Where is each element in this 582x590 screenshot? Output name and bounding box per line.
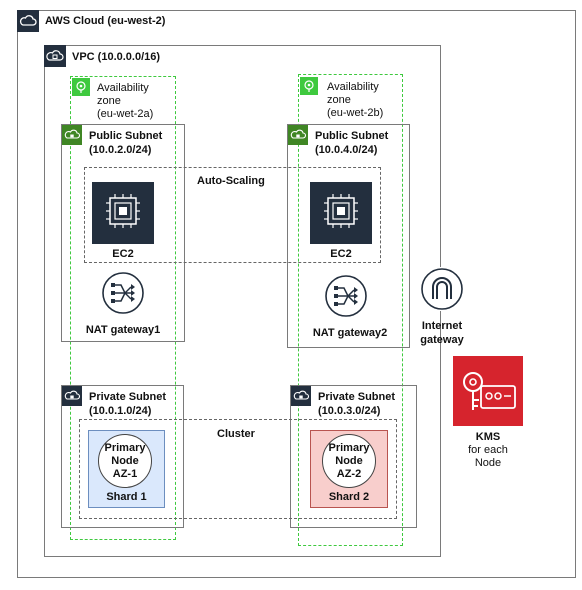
node-2-line2: Node [335, 455, 363, 467]
ec2-label-a: EC2 [112, 248, 134, 260]
internet-gateway-line1: Internet [421, 320, 463, 332]
private-subnet-b [290, 385, 417, 528]
primary-node-2 [322, 434, 376, 488]
auto-scaling-group [84, 167, 381, 263]
subnet-lock-icon [62, 386, 82, 406]
kms-key-icon [453, 356, 523, 426]
private-subnet-a [61, 385, 184, 528]
node-2-line3: AZ-2 [336, 468, 362, 480]
nat-gateway-label-b: NAT gateway2 [312, 327, 388, 339]
ec2-icon [310, 182, 372, 244]
location-pin-icon [300, 77, 318, 95]
availability-zone-a [70, 76, 176, 540]
aws-cloud-group [17, 10, 576, 578]
public-subnet-a-name: Public Subnet [89, 130, 163, 142]
private-subnet-b-name: Private Subnet [318, 391, 396, 403]
node-1-line3: AZ-1 [112, 468, 138, 480]
az-a-line2: zone [97, 95, 121, 107]
node-1-line1: Primary [104, 442, 146, 454]
primary-node-1 [98, 434, 152, 488]
kms-line2: for each [468, 444, 508, 456]
kms-line3: Node [474, 457, 502, 469]
public-subnet-a-cidr: (10.0.2.0/24) [89, 144, 152, 156]
vpc-label: VPC (10.0.0.0/16) [72, 51, 161, 63]
cluster-label: Cluster [217, 428, 255, 440]
az-a-line1: Availability [97, 82, 149, 94]
subnet-lock-icon [291, 386, 311, 406]
node-1-line2: Node [111, 455, 139, 467]
nat-gateway-label-a: NAT gateway1 [85, 324, 161, 336]
node-2-line1: Primary [328, 442, 370, 454]
kms-line1: KMS [475, 431, 501, 443]
availability-zone-b [298, 74, 403, 546]
shard-2-label: Shard 2 [328, 491, 370, 503]
ec2-label-b: EC2 [330, 248, 352, 260]
cloud-icon [17, 10, 39, 32]
private-subnet-a-cidr: (10.0.1.0/24) [89, 405, 152, 417]
location-pin-icon [72, 78, 90, 96]
public-subnet-b-name: Public Subnet [315, 130, 389, 142]
nat-gateway-icon [101, 271, 145, 315]
public-subnet-b [287, 124, 410, 348]
az-a-line3: (eu-wet-2a) [97, 108, 154, 120]
public-subnet-b-cidr: (10.0.4.0/24) [315, 144, 378, 156]
ec2-icon [92, 182, 154, 244]
cloud-label: AWS Cloud (eu-west-2) [45, 15, 166, 27]
cluster-group [79, 419, 397, 519]
private-subnet-a-name: Private Subnet [89, 391, 167, 403]
public-subnet-a [61, 124, 185, 342]
subnet-lock-icon [62, 125, 82, 145]
vpc-icon [44, 45, 66, 67]
az-b-line3: (eu-wet-2b) [327, 107, 384, 119]
subnet-lock-icon [288, 125, 308, 145]
shard-1-label: Shard 1 [106, 491, 147, 503]
internet-gateway-icon [420, 267, 464, 311]
internet-gateway-line2: gateway [420, 334, 464, 346]
private-subnet-b-cidr: (10.0.3.0/24) [318, 405, 381, 417]
nat-gateway-icon [324, 274, 368, 318]
az-b-line2: zone [327, 94, 351, 106]
az-b-line1: Availability [327, 81, 379, 93]
auto-scaling-label: Auto-Scaling [197, 175, 265, 187]
